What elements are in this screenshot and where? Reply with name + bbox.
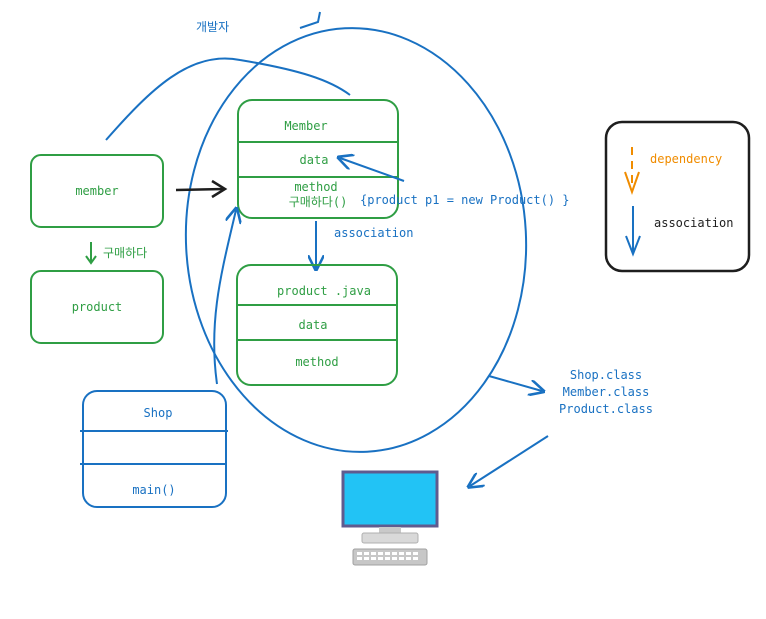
legend-dependency-arrowhead bbox=[624, 171, 640, 196]
member-box-label: member bbox=[75, 184, 118, 198]
member-class-title: Member bbox=[284, 119, 327, 133]
legend-box bbox=[604, 120, 751, 273]
developer-arc bbox=[105, 57, 351, 141]
class-file-shop: Shop.class bbox=[570, 368, 642, 382]
arc-tick bbox=[299, 11, 321, 29]
scope-ellipse bbox=[184, 27, 528, 453]
product-class-title: product .java bbox=[277, 284, 371, 298]
legend-association-arrowhead bbox=[625, 235, 641, 257]
class-file-product: Product.class bbox=[559, 402, 653, 416]
buy-label: 구매하다 bbox=[103, 246, 147, 260]
shop-to-member-arrow bbox=[213, 210, 236, 385]
code-note: {product p1 = new Product() } bbox=[360, 193, 570, 207]
product-box-label: product bbox=[72, 300, 123, 314]
code-note-arrow bbox=[340, 158, 405, 182]
shop-class-method: main() bbox=[132, 483, 175, 497]
shop-class-title: Shop bbox=[144, 406, 173, 420]
run-arrow bbox=[470, 435, 549, 486]
computer-icon bbox=[341, 470, 439, 566]
product-class-field: data bbox=[299, 318, 328, 332]
member-class-box bbox=[237, 99, 399, 219]
member-class-method-buy: 구매하다() bbox=[289, 195, 348, 209]
buy-arrowhead bbox=[85, 255, 97, 265]
member-box bbox=[30, 154, 164, 228]
black-arrow bbox=[175, 187, 225, 192]
product-box bbox=[30, 270, 164, 344]
black-arrowhead bbox=[211, 179, 228, 199]
member-class-field: data bbox=[300, 153, 329, 167]
legend-dependency-label: dependency bbox=[650, 152, 722, 166]
shop-class-box bbox=[82, 390, 227, 508]
legend-association-label: association bbox=[654, 216, 733, 230]
association-label: association bbox=[334, 226, 413, 240]
class-file-member: Member.class bbox=[563, 385, 650, 399]
product-class-method: method bbox=[295, 355, 338, 369]
compile-arrow bbox=[488, 375, 542, 391]
developer-label: 개발자 bbox=[196, 20, 229, 34]
member-class-method: method bbox=[294, 180, 337, 194]
product-class-box bbox=[236, 264, 398, 386]
